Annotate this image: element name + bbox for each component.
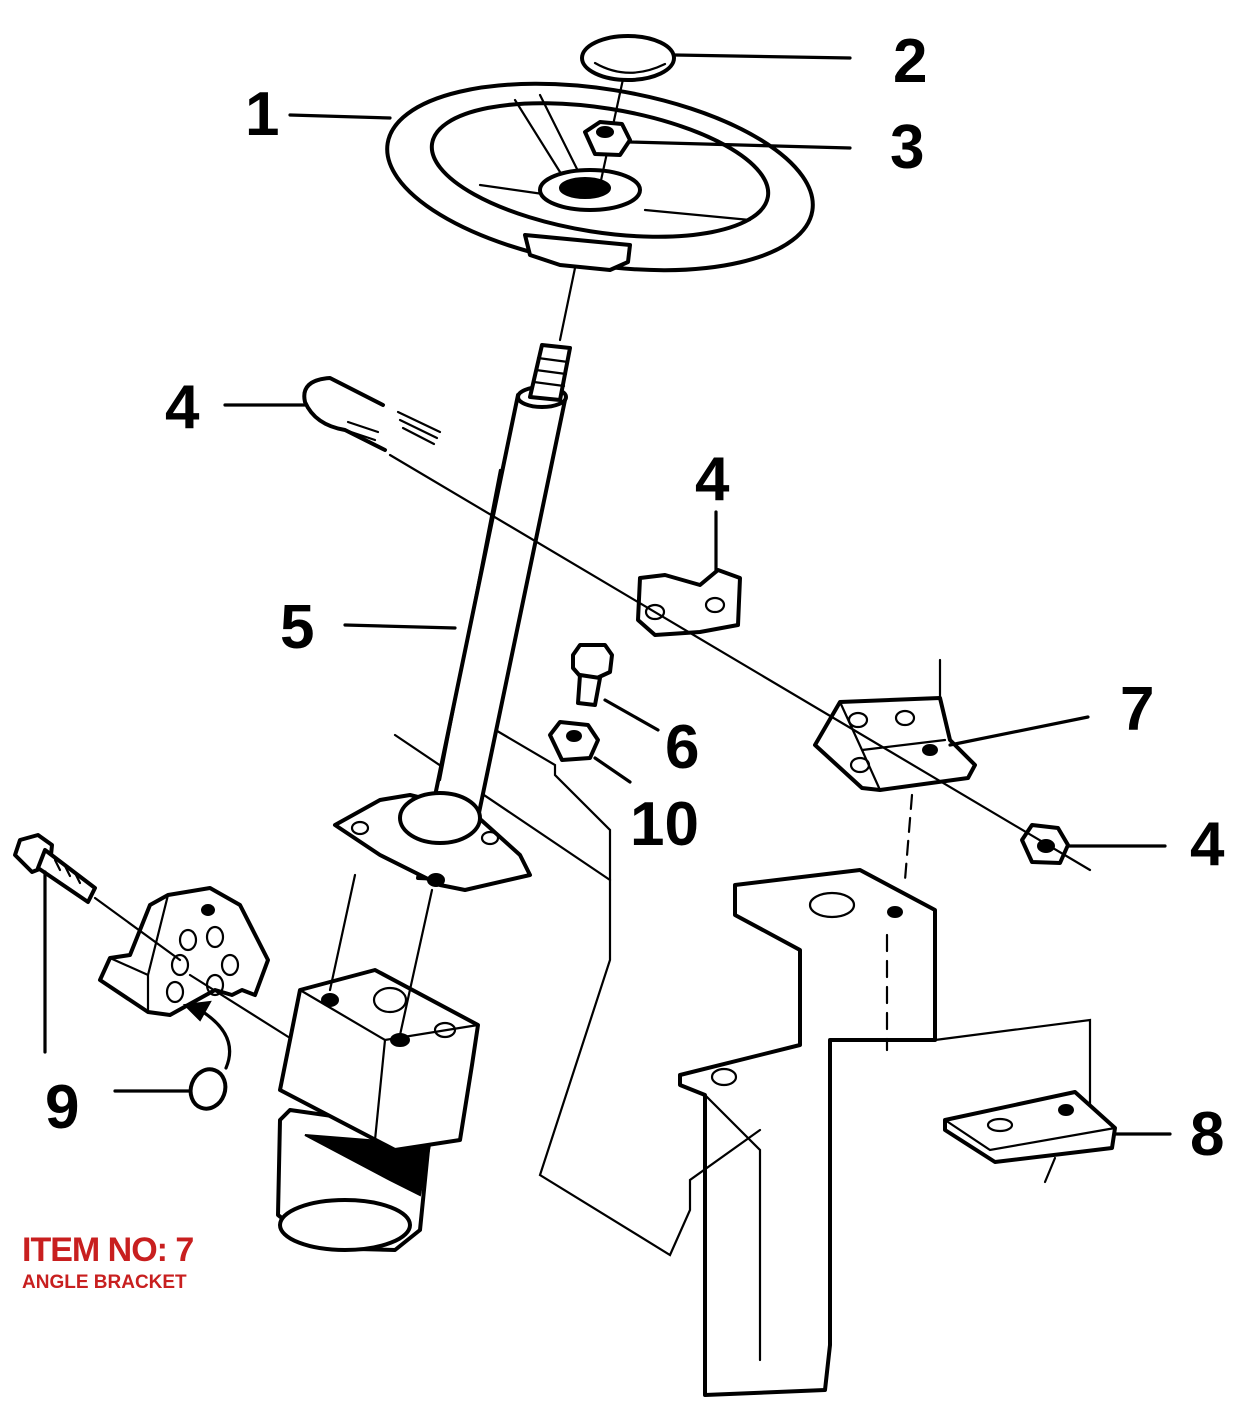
part-4-clamp: [636, 568, 742, 637]
part-1-steering-wheel: [385, 68, 815, 273]
part-10-nut: [548, 720, 600, 762]
callout-5: 5: [280, 593, 314, 662]
part-6-bolt: [571, 643, 614, 707]
chassis-frame: [678, 868, 1092, 1397]
callout-7: 7: [1120, 675, 1154, 744]
callout-4-nut: 4: [1190, 810, 1225, 879]
callout-9: 9: [45, 1073, 79, 1142]
callout-6: 6: [665, 713, 699, 782]
callout-labels: 1 2 3 4 4 5 6 10 7 4 8 9: [45, 27, 1225, 1169]
part-2-centre-cap: [580, 34, 676, 82]
callout-4-u-bolt: 4: [165, 373, 200, 442]
callout-8: 8: [1190, 1100, 1224, 1169]
item-number-label: ITEM NO: 7: [22, 1231, 194, 1269]
callout-3: 3: [890, 113, 924, 182]
part-7-angle-bracket: [813, 658, 977, 882]
gear-box: [276, 873, 480, 1252]
part-9-clamp-block: [93, 886, 292, 1040]
assembly-center-line: [388, 453, 1092, 872]
callout-10: 10: [630, 790, 699, 859]
part-4-u-bolt: [302, 376, 442, 452]
leader-lines: [113, 53, 1172, 1136]
part-9-o-ring: [182, 1000, 232, 1111]
threaded-shaft: [528, 266, 577, 402]
support-plate: [393, 713, 762, 1257]
item-name-label: ANGLE BRACKET: [22, 1272, 187, 1293]
column-flange: [333, 791, 532, 892]
callout-2: 2: [893, 27, 927, 96]
part-8-plate: [943, 1090, 1117, 1184]
part-3-nut: [583, 120, 632, 157]
callout-4-clamp: 4: [695, 445, 730, 514]
callout-1: 1: [245, 80, 279, 149]
part-9-bolt: [13, 833, 97, 1054]
